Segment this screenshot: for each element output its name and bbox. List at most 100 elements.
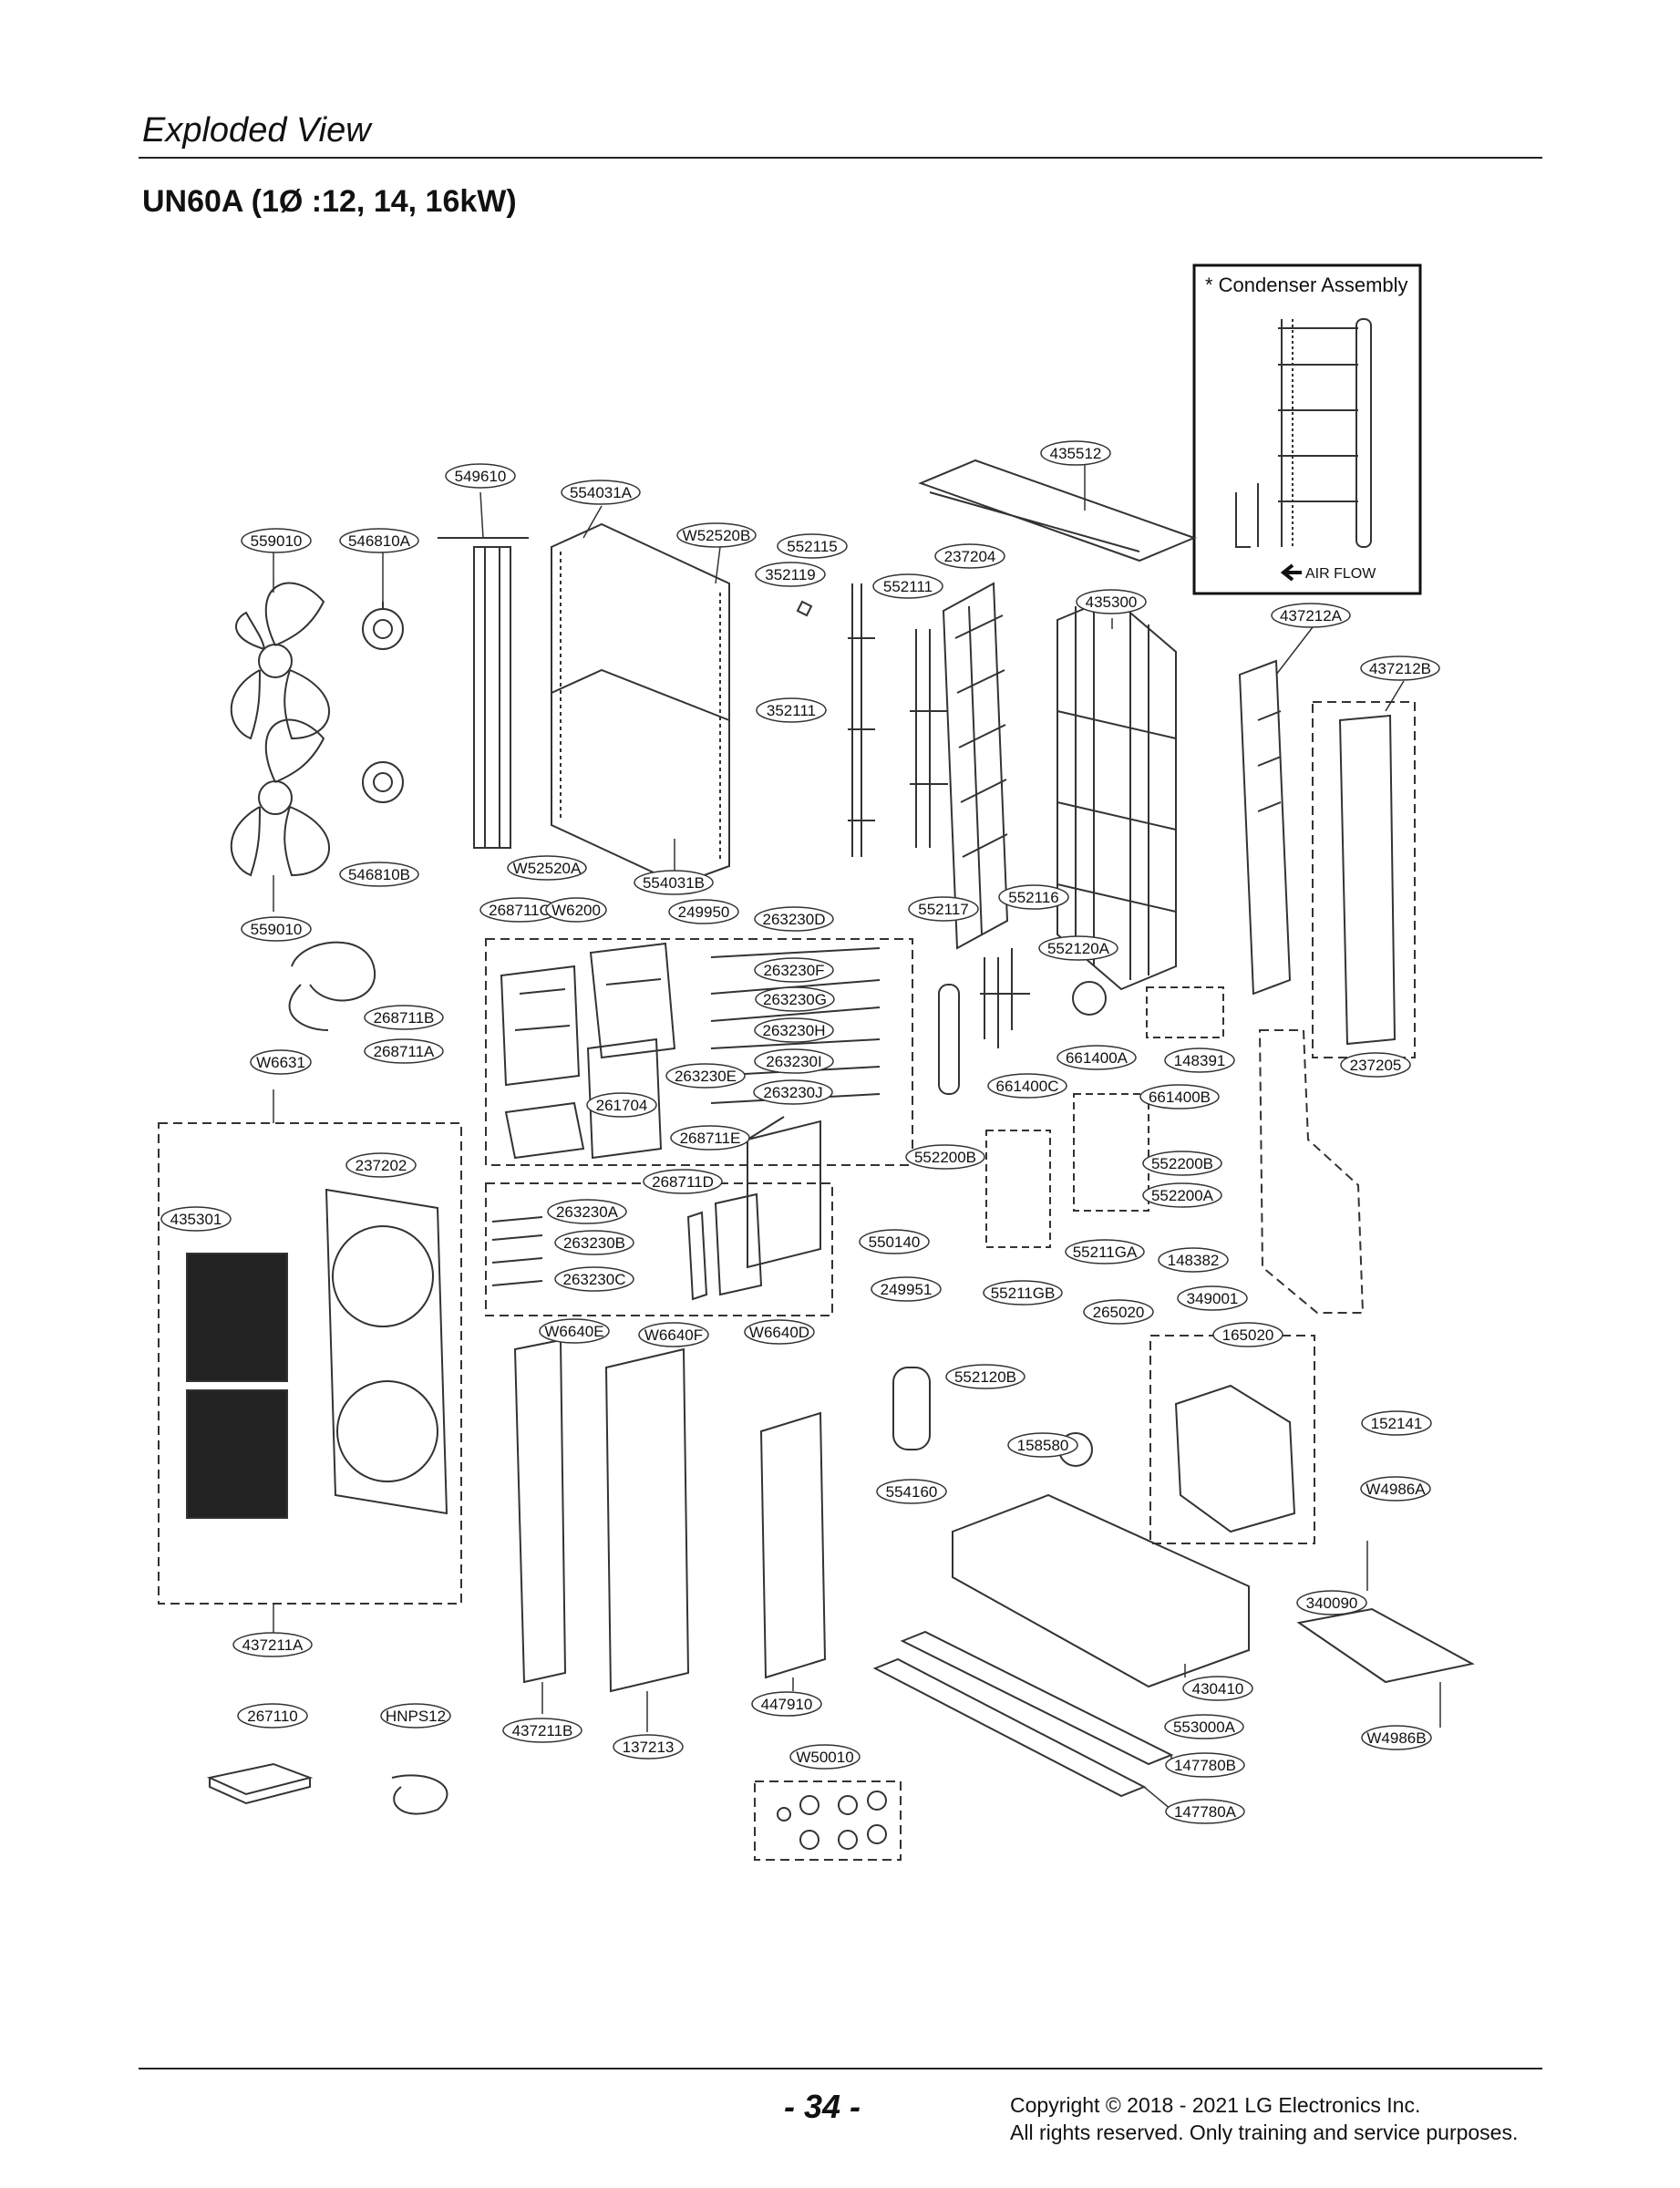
- valve-assembly: [938, 948, 1107, 1095]
- part-number-label: 263230J: [763, 1084, 822, 1101]
- part-callout-bubble: [987, 1073, 1067, 1099]
- part-number-label: 249950: [678, 903, 730, 921]
- part-number-label: 553000A: [1173, 1718, 1236, 1736]
- part-number-label: W50010: [796, 1749, 853, 1766]
- part-number-label: 554031B: [643, 874, 705, 892]
- inset-title: * Condenser Assembly: [1205, 274, 1408, 296]
- part-number-label: 263230F: [763, 962, 824, 979]
- part-number-label: 435300: [1086, 593, 1138, 611]
- control-box-case: [747, 1116, 821, 1269]
- part-number-label: HNPS12: [386, 1708, 446, 1725]
- part-callout-bubble: [859, 1229, 930, 1254]
- part-callout-bubble: [1165, 1799, 1245, 1824]
- group-box-55211GB: [985, 1130, 1051, 1248]
- part-number-label: 447910: [761, 1696, 813, 1713]
- base-rail-147780B: [900, 1630, 1174, 1766]
- part-number-label: 340090: [1306, 1595, 1358, 1612]
- part-callout-bubble: [634, 870, 714, 895]
- part-number-label: 559010: [251, 532, 303, 550]
- part-number-label: 265020: [1093, 1304, 1145, 1321]
- part-callout-bubble: [1142, 1182, 1222, 1208]
- part-callout-bubble: [908, 896, 979, 922]
- side-panel-437212A: [1238, 659, 1292, 996]
- reactor-bracket: [586, 1037, 663, 1160]
- condenser-inset-frame: [1192, 263, 1422, 595]
- part-number-label: 546810A: [348, 532, 411, 550]
- part-number-label: 430410: [1192, 1680, 1244, 1698]
- section-title: Exploded View: [142, 111, 371, 150]
- noise-filter: [686, 1211, 708, 1301]
- part-number-label: 552115: [787, 538, 837, 555]
- part-number-label: 435301: [170, 1211, 222, 1228]
- sensor-cable: [391, 1774, 448, 1815]
- part-callout-bubble: [934, 543, 1005, 569]
- part-number-label: 549610: [455, 468, 507, 485]
- part-number-label: 55211GB: [991, 1285, 1056, 1302]
- part-number-label: W6200: [551, 902, 601, 919]
- side-panel-137213: [604, 1347, 690, 1693]
- part-number-label: W6631: [256, 1054, 305, 1071]
- part-number-label: 148391: [1174, 1052, 1226, 1069]
- part-number-label: 263230D: [762, 911, 825, 928]
- part-callout-bubble: [1361, 1725, 1432, 1750]
- side-panel-437212B: [1338, 714, 1397, 1046]
- header-rule: [139, 157, 1542, 159]
- part-callout-bubble: [665, 1063, 746, 1089]
- part-number-label: 263230G: [763, 991, 827, 1008]
- part-callout-bubble: [668, 899, 739, 924]
- part-number-label: 249951: [881, 1281, 933, 1298]
- part-callout-bubble: [1182, 1676, 1253, 1701]
- part-callout-bubble: [1158, 1247, 1229, 1273]
- part-number-label: 268711E: [680, 1130, 741, 1147]
- side-panel-437211B: [513, 1338, 567, 1684]
- motor-bracket: [438, 537, 529, 849]
- part-number-label: W4986B: [1366, 1729, 1426, 1747]
- part-callout-bubble: [1065, 1239, 1145, 1264]
- part-callout-bubble: [670, 1125, 750, 1151]
- part-number-label: 165020: [1222, 1326, 1274, 1344]
- part-number-label: 559010: [251, 921, 303, 938]
- fan-motor-upper: [362, 602, 404, 650]
- part-callout-bubble: [613, 1734, 684, 1760]
- part-callout-bubble: [755, 562, 826, 587]
- part-number-label: 437211A: [242, 1636, 304, 1654]
- part-number-label: 147780B: [1174, 1757, 1236, 1774]
- part-callout-bubble: [754, 1017, 834, 1043]
- part-number-label: 268711D: [652, 1173, 714, 1191]
- part-callout-bubble: [1165, 1752, 1245, 1778]
- group-box-237205: [1258, 1029, 1365, 1314]
- side-grille: [942, 582, 1009, 950]
- part-callout-bubble: [753, 1079, 833, 1105]
- airflow-label: AIR FLOW: [1305, 566, 1376, 582]
- part-number-label: 552117: [918, 901, 968, 918]
- part-callout-bubble: [339, 862, 419, 887]
- part-callout-bubble: [345, 1152, 417, 1178]
- part-callout-bubble: [998, 884, 1069, 910]
- footer-rule: [139, 2068, 1542, 2069]
- part-number-label: 237205: [1350, 1057, 1402, 1074]
- part-callout-bubble: [1076, 589, 1147, 614]
- part-number-label: 237202: [356, 1157, 407, 1174]
- part-callout-bubble: [754, 906, 834, 932]
- group-box-552200: [1073, 1093, 1149, 1212]
- pcb-bottom: [504, 1101, 585, 1160]
- part-callout-bubble: [380, 1703, 451, 1729]
- remote-controller: [206, 1762, 314, 1805]
- group-box-harness-2: [485, 1182, 833, 1316]
- part-callout-bubble: [445, 463, 516, 489]
- part-number-label: W52520B: [683, 527, 751, 544]
- part-callout-bubble: [160, 1206, 232, 1232]
- part-callout-bubble: [1360, 1476, 1431, 1502]
- condenser-inset-drawing: [1235, 318, 1372, 548]
- part-callout-bubble: [502, 1718, 582, 1743]
- part-callout-bubble: [638, 1322, 709, 1347]
- part-callout-bubble: [751, 1691, 822, 1717]
- pcb-control: [500, 965, 581, 1087]
- partition-447910: [759, 1411, 827, 1679]
- part-callout-bubble: [676, 522, 757, 548]
- wire-guard: [1056, 595, 1177, 991]
- part-number-label: 554031A: [570, 484, 633, 501]
- fan-motor-lower: [362, 761, 404, 803]
- part-number-label: 661400B: [1149, 1089, 1211, 1106]
